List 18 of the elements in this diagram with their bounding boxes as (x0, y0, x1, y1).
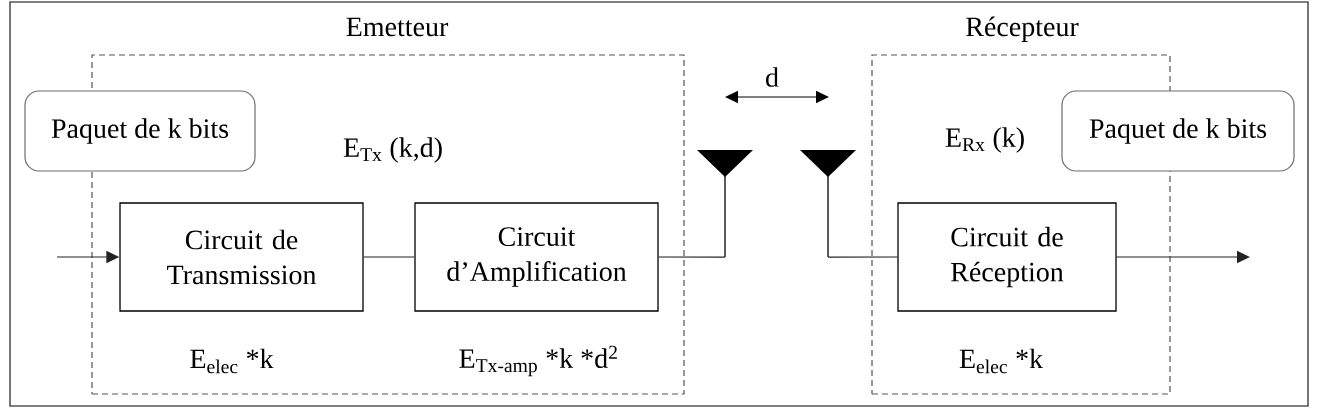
connector-line (827, 256, 898, 258)
process-box: Circuit de Réception (897, 202, 1117, 312)
process-box: Circuit de Transmission (119, 202, 364, 312)
formula-label: E$_{Tx-amp}$ *k *d$^{2}$ (459, 345, 617, 377)
packet-box: Paquet de k bits (24, 90, 256, 172)
group-title: Récepteur (966, 16, 1079, 42)
antenna-symbol (800, 150, 856, 258)
antenna-symbol (697, 150, 753, 258)
formula-label: E$_{Tx}$ (k,d) (343, 137, 442, 163)
process-box: Circuit d’Amplification (414, 202, 659, 312)
group-title: Emetteur (346, 17, 449, 37)
formula-label: E$_{Rx}$ (k) (945, 127, 1024, 153)
packet-box: Paquet de k bits (1061, 90, 1295, 172)
formula-label: E$_{elec}$ *k (190, 348, 274, 374)
connector-line (658, 256, 726, 258)
formula-label: E$_{elec}$ *k (959, 348, 1044, 374)
dimension-label: d (766, 67, 779, 87)
connector-line (363, 256, 415, 258)
